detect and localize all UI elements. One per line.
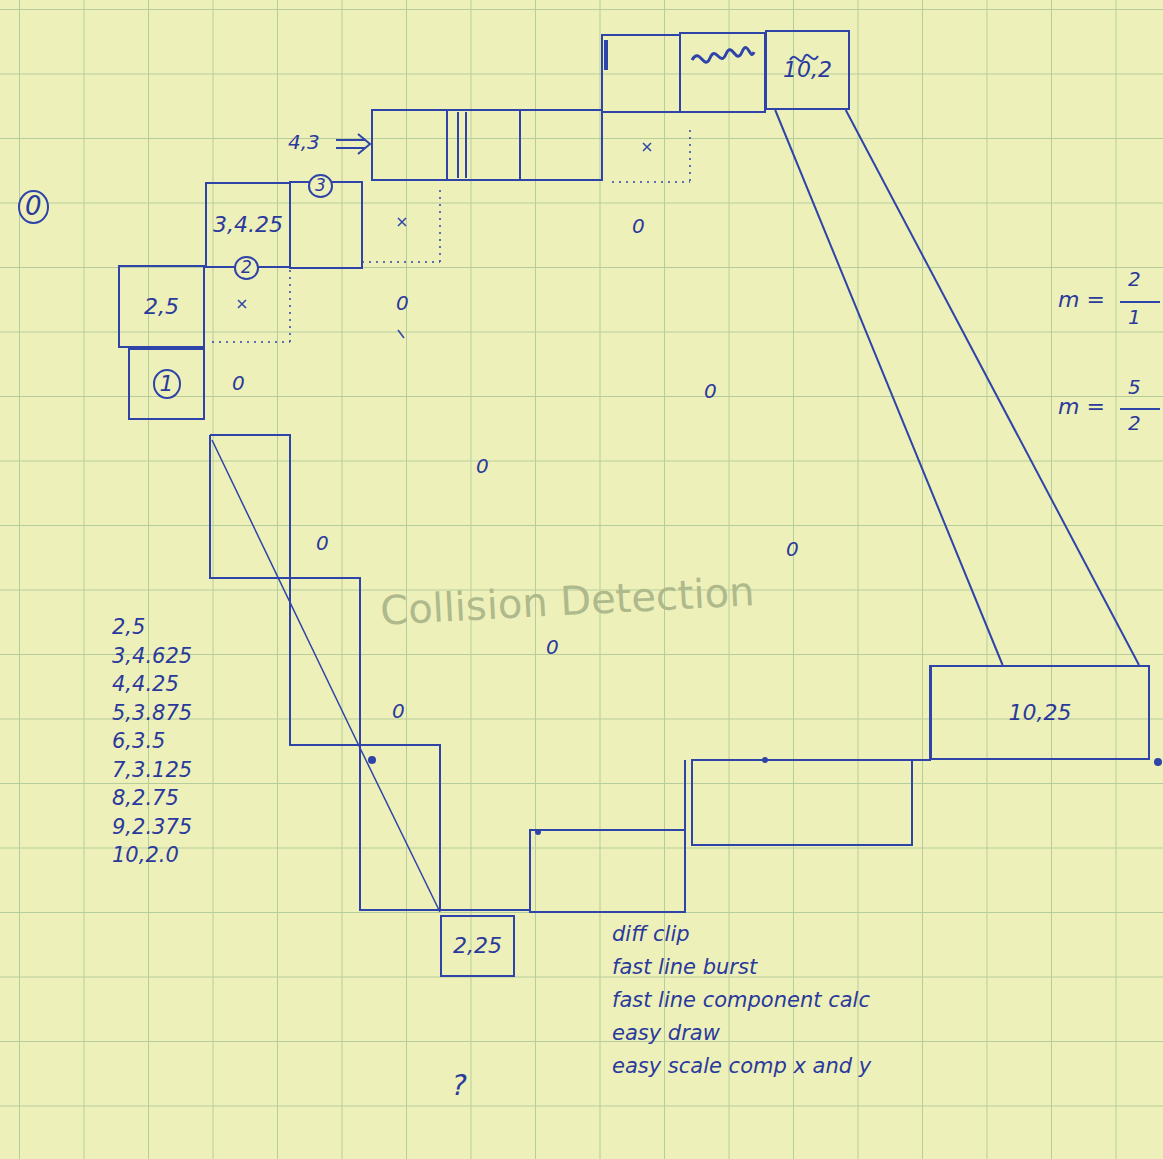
circled-number: 0 — [18, 190, 49, 224]
note-line: easy draw — [612, 1021, 720, 1045]
note-line: easy scale comp x and y — [612, 1054, 871, 1078]
node-text: 10,2 — [783, 57, 832, 82]
point-mark: 0 — [396, 292, 409, 315]
numbered-box: 1 — [128, 348, 205, 420]
fraction-number: 1 — [1128, 306, 1141, 329]
circled-number: 2 — [234, 256, 259, 280]
coordinate-box: 2,5 — [118, 265, 205, 348]
coordinate-list-item: 5,3.875 — [112, 701, 192, 725]
point-mark: 0 — [392, 700, 405, 723]
coordinate-box: 10,25 — [930, 665, 1150, 760]
note-line: diff clip — [612, 922, 690, 946]
slope-label: m = — [1058, 394, 1105, 419]
coordinate-list-item: 8,2.75 — [112, 786, 179, 810]
node-text: 10,25 — [1009, 700, 1072, 725]
x-marks — [238, 143, 651, 338]
point-mark: 0 — [704, 380, 717, 403]
node-text: 1 — [153, 369, 181, 398]
point-mark: 0 — [786, 538, 799, 561]
slope-label: m = — [1058, 287, 1105, 312]
show-through-watermark: Collision Detection — [379, 568, 755, 634]
coordinate-list-item: 6,3.5 — [112, 729, 165, 753]
point-mark: 0 — [546, 636, 559, 659]
note-line: fast line component calc — [612, 988, 870, 1012]
ink-dots — [368, 756, 1162, 835]
coordinate-list-item: 9,2.375 — [112, 815, 192, 839]
point-mark: 0 — [316, 532, 329, 555]
circled-number: 3 — [308, 174, 333, 198]
point-mark: 0 — [232, 372, 245, 395]
node-text: 2,25 — [453, 933, 502, 958]
node-text: 2,5 — [144, 294, 179, 319]
node-text: 3,4.25 — [213, 212, 283, 237]
dotted-guides — [212, 130, 690, 342]
note-line: fast line burst — [612, 955, 757, 979]
point-mark: 0 — [476, 455, 489, 478]
step-boxes — [210, 33, 1160, 912]
fraction-number: 2 — [1128, 268, 1141, 291]
coordinate-list-item: 3,4.625 — [112, 644, 192, 668]
coordinate-list-item: 7,3.125 — [112, 758, 192, 782]
fraction-number: 5 — [1128, 376, 1141, 399]
slope-line — [846, 110, 1139, 665]
fraction-number: 2 — [1128, 412, 1141, 435]
coordinate-list-item: 4,4.25 — [112, 672, 179, 696]
coordinate-list-item: 2,5 — [112, 615, 145, 639]
point-mark: 0 — [632, 215, 645, 238]
coordinate-box: 2,25 — [440, 915, 515, 977]
coordinate-label: 4,3 — [288, 131, 320, 154]
coordinate-box: 10,2 — [765, 30, 850, 110]
question-mark: ? — [452, 1070, 467, 1102]
coordinate-list-item: 10,2.0 — [112, 843, 179, 867]
